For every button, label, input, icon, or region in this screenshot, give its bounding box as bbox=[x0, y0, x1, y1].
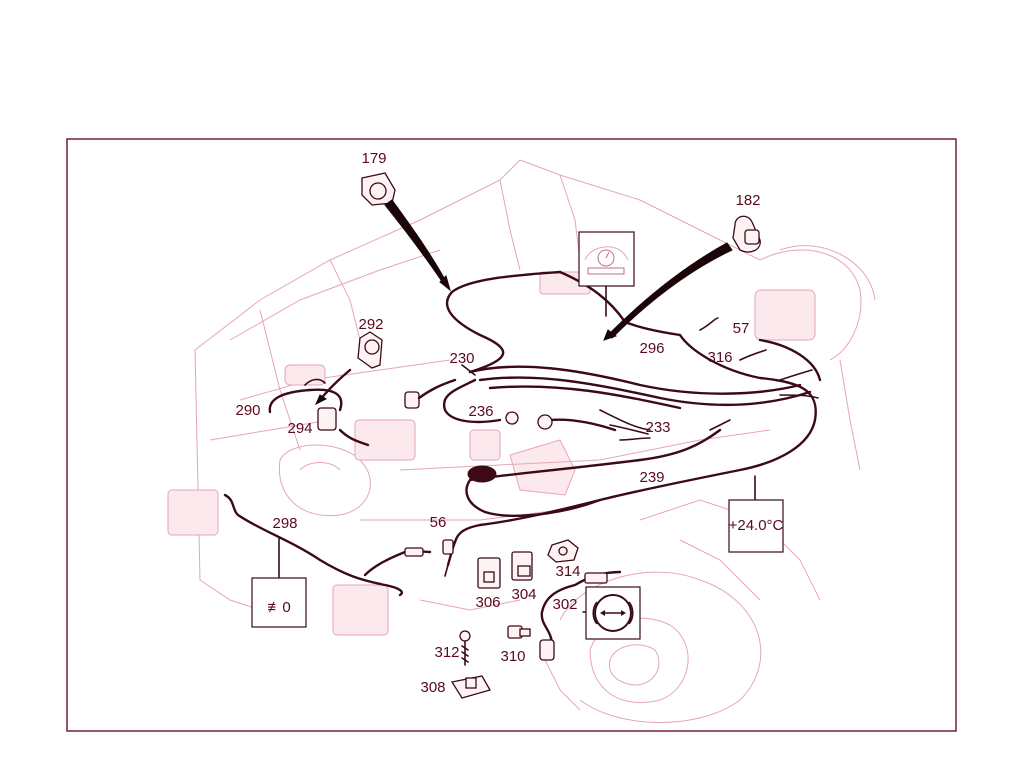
part-314 bbox=[547, 539, 579, 563]
sensor-56 bbox=[442, 539, 457, 577]
callout-314: 314 bbox=[555, 563, 580, 580]
vehicle-ghost-outline bbox=[167, 159, 876, 723]
callout-308: 308 bbox=[420, 679, 445, 696]
callout-182: 182 bbox=[735, 192, 760, 209]
part-182 bbox=[732, 215, 761, 253]
callout-179: 179 bbox=[361, 150, 386, 167]
gauge-icon bbox=[578, 231, 635, 287]
harness-290 bbox=[268, 378, 370, 447]
part-310-bolt bbox=[507, 625, 531, 639]
callout-310: 310 bbox=[500, 648, 525, 665]
part-179 bbox=[361, 172, 396, 206]
callout-239: 239 bbox=[639, 469, 664, 486]
part-236 bbox=[467, 411, 553, 483]
callout-296: 296 bbox=[639, 340, 664, 357]
thermometer-display: +24.0°C bbox=[728, 499, 784, 553]
callout-302: 302 bbox=[552, 596, 577, 613]
callout-304: 304 bbox=[511, 586, 536, 603]
temperature-readout: +24.0°C bbox=[729, 517, 784, 534]
part-312-screw bbox=[459, 630, 471, 666]
callout-312: 312 bbox=[434, 644, 459, 661]
callout-230: 230 bbox=[449, 350, 474, 367]
diagram-frame bbox=[66, 138, 957, 732]
callout-57: 57 bbox=[733, 320, 750, 337]
callout-236: 236 bbox=[468, 403, 493, 420]
part-306 bbox=[477, 557, 501, 589]
callout-316: 316 bbox=[707, 349, 732, 366]
callout-298: 298 bbox=[272, 515, 297, 532]
callout-290: 290 bbox=[235, 402, 260, 419]
sensor-302 bbox=[539, 570, 622, 661]
brake-pad-wear-icon bbox=[585, 586, 641, 640]
callout-292: 292 bbox=[358, 316, 383, 333]
callout-56: 56 bbox=[430, 514, 447, 531]
part-304 bbox=[511, 551, 533, 581]
part-230-plug bbox=[404, 378, 457, 409]
part-292 bbox=[357, 331, 383, 369]
callout-306: 306 bbox=[475, 594, 500, 611]
pointer-arrows bbox=[314, 199, 733, 406]
fog-lamp-icon: ≢0 bbox=[251, 577, 307, 628]
callout-233: 233 bbox=[645, 419, 670, 436]
harness-298 bbox=[223, 493, 432, 597]
callout-labels: 179 182 292 230 290 294 236 296 316 57 2… bbox=[235, 150, 760, 696]
part-308-clip bbox=[450, 675, 491, 699]
callout-294: 294 bbox=[287, 420, 312, 437]
fog-lamp-symbol: ≢0 bbox=[267, 599, 290, 616]
